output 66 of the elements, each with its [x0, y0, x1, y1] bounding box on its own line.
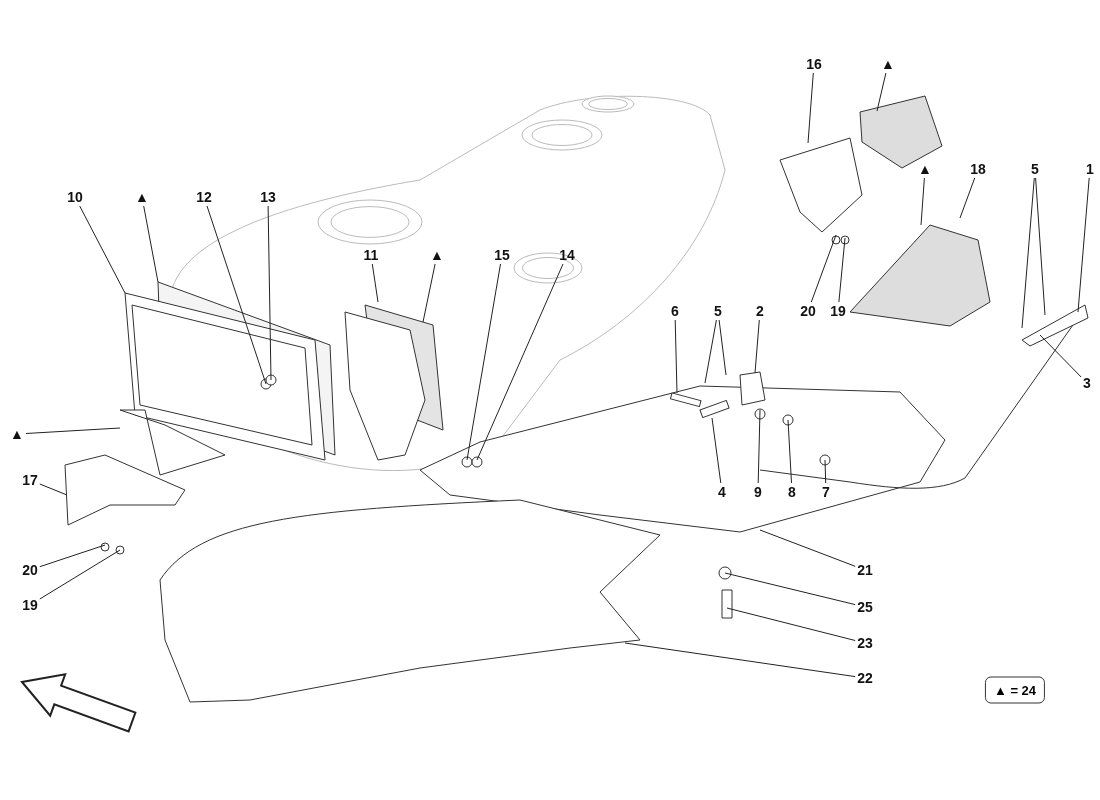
callout-number: ▲	[10, 427, 24, 441]
leader-line	[79, 205, 126, 294]
callout-number: 9	[754, 485, 762, 499]
leader-line	[787, 419, 792, 484]
leader-line	[39, 544, 106, 568]
callout-number: 11	[363, 248, 379, 262]
leader-line	[959, 177, 976, 219]
leader-line	[724, 572, 856, 606]
leader-line	[876, 72, 887, 112]
callout-number: 4	[718, 485, 726, 499]
leader-line	[807, 72, 814, 144]
callout-number: ▲	[430, 248, 444, 262]
callout-number: 10	[67, 190, 83, 204]
leader-line	[143, 205, 159, 283]
callout-number: 1	[1086, 162, 1094, 176]
callout-number: 19	[22, 598, 38, 612]
leader-line	[1035, 177, 1046, 316]
leader-line	[718, 319, 727, 376]
callout-number: 23	[857, 636, 873, 650]
leader-line	[759, 529, 856, 567]
leader-line	[1039, 334, 1082, 378]
leader-line	[754, 319, 760, 374]
callout-number: 16	[806, 57, 822, 71]
callout-number: 7	[822, 485, 830, 499]
leader-line	[466, 263, 501, 461]
callout-number: 13	[260, 190, 276, 204]
callout-number: 21	[857, 563, 873, 577]
callout-number: 19	[830, 304, 846, 318]
leader-line	[704, 319, 717, 384]
callout-number: 5	[714, 304, 722, 318]
callout-number: 18	[970, 162, 986, 176]
callout-number: 17	[22, 473, 38, 487]
leader-line	[206, 205, 267, 385]
leader-line	[624, 642, 856, 678]
leader-line	[1077, 177, 1090, 313]
leader-line	[810, 234, 837, 303]
leader-line	[25, 427, 121, 434]
leader-line	[1021, 177, 1035, 329]
callout-number: 15	[494, 248, 510, 262]
callout-number: 2	[756, 304, 764, 318]
leader-line	[920, 177, 925, 226]
leader-line	[757, 409, 761, 484]
callout-number: ▲	[918, 162, 932, 176]
callout-number: 22	[857, 671, 873, 685]
callout-number: 12	[196, 190, 212, 204]
callout-number: ▲	[881, 57, 895, 71]
leader-line	[711, 417, 722, 484]
leader-line	[39, 483, 68, 496]
leader-line	[824, 459, 827, 484]
callout-number: 8	[788, 485, 796, 499]
leader-line	[674, 319, 678, 394]
leader-line	[371, 263, 379, 303]
callout-number: 3	[1083, 376, 1091, 390]
callout-number: 14	[559, 248, 575, 262]
callout-number: 20	[800, 304, 816, 318]
callout-number: 6	[671, 304, 679, 318]
callout-number: 5	[1031, 162, 1039, 176]
leader-line	[838, 237, 846, 303]
callout-number: 20	[22, 563, 38, 577]
leader-line	[267, 205, 272, 381]
quantity-note: ▲ = 24	[984, 676, 1046, 704]
leader-line	[422, 263, 436, 323]
callout-number: ▲	[135, 190, 149, 204]
leader-line	[39, 549, 121, 600]
callout-number: 25	[857, 600, 873, 614]
leader-line	[726, 607, 856, 641]
